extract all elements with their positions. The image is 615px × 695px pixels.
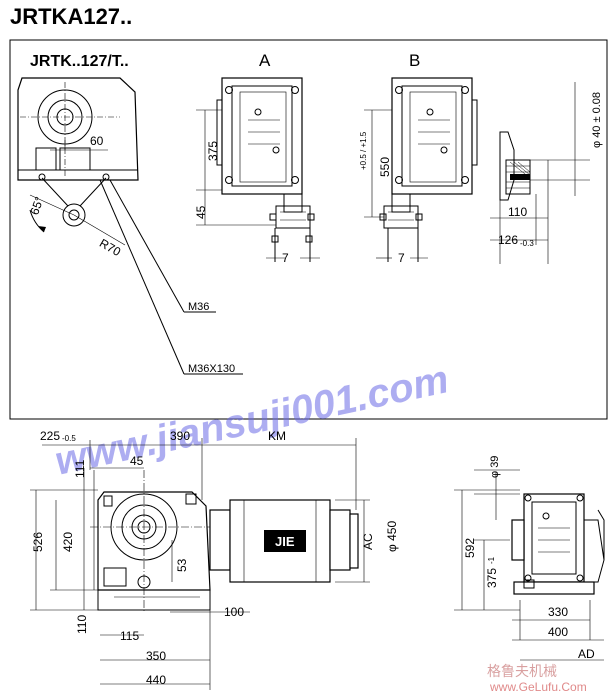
dim-126-tol: -0.3 (520, 239, 534, 248)
label-m36x130: M36X130 (188, 363, 235, 375)
dim-126-shaft: 126 (498, 233, 518, 247)
dim-60: 60 (90, 134, 104, 148)
dim-110-shaft: 110 (508, 205, 527, 219)
view-b-label: B (409, 51, 420, 70)
dim-100: 100 (224, 605, 244, 619)
dim-65deg: 65° (27, 195, 46, 217)
shaft-detail-drawing (490, 82, 590, 264)
dim-115: 115 (120, 629, 139, 643)
dim-450: φ 450 (385, 521, 399, 552)
dim-40-shaft: φ 40 ± 0.08 (591, 92, 603, 148)
main-dimension-lines (30, 438, 370, 690)
dim-45-a: 45 (194, 205, 208, 219)
dim-225-tol: -0.5 (62, 434, 76, 443)
dim-375-side-tol: -1 (487, 556, 496, 564)
label-m36: M36 (188, 301, 209, 313)
dim-375-side: 375 (485, 568, 499, 588)
dim-225: 225 (40, 429, 60, 443)
dim-550-b: 550 (378, 157, 392, 177)
side-view-drawing (454, 469, 605, 661)
main-front-view (90, 470, 359, 612)
dim-7-a: 7 (282, 251, 289, 265)
dim-39-side: φ 39 (489, 456, 501, 478)
dim-420: 420 (61, 532, 75, 552)
dim-53: 53 (175, 558, 189, 572)
dim-45-main: 45 (130, 454, 144, 468)
dim-r70: R70 (97, 236, 123, 259)
dim-110: 110 (75, 615, 89, 634)
dim-330: 330 (548, 605, 568, 619)
dim-ac: AC (361, 533, 375, 550)
dim-526: 526 (31, 532, 45, 552)
dim-440: 440 (146, 673, 166, 687)
dim-400: 400 (548, 625, 568, 639)
page-title: JRTKA127.. (10, 4, 132, 29)
dim-7-b: 7 (398, 251, 405, 265)
inset-frame (9, 39, 608, 420)
view-a-drawing (196, 77, 320, 262)
dim-390: 390 (170, 429, 190, 443)
dim-592: 592 (463, 538, 477, 558)
footer-url: www.GeLufu.Com (489, 680, 587, 694)
dim-375-a: 375 (206, 141, 220, 161)
footer-brand-cn: 格鲁夫机械 (487, 664, 557, 680)
dim-350: 350 (146, 649, 166, 663)
dim-111: 111 (73, 459, 87, 478)
inset-title: JRTK..127/T.. (30, 53, 129, 70)
dim-ad: AD (578, 647, 595, 661)
dim-550-b-tol: +0.5 / +1.5 (359, 131, 368, 170)
torque-arm-gearbox-view (17, 77, 243, 375)
dim-km: KM (268, 429, 286, 443)
watermark: www.jiansuji001.com (51, 357, 452, 483)
view-b-drawing (364, 77, 478, 262)
motor-logo: JIE (275, 534, 295, 549)
view-a-label: A (259, 51, 271, 70)
